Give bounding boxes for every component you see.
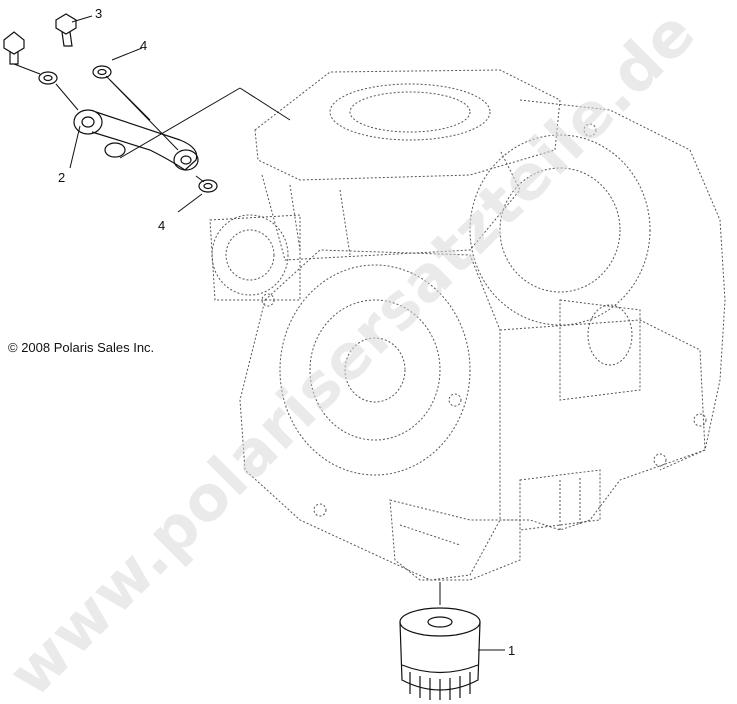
callout-2: 2 <box>58 170 65 185</box>
callout-1: 1 <box>508 643 515 658</box>
oil-filter <box>399 582 481 700</box>
callout-3: 3 <box>95 6 102 21</box>
engine-block <box>209 69 726 581</box>
callout-4-bottom: 4 <box>158 218 165 233</box>
leader-lines <box>13 15 505 651</box>
oil-line <box>73 109 199 171</box>
banjo-bolts <box>3 13 77 65</box>
callout-4-top: 4 <box>140 38 147 53</box>
sealing-washers <box>38 65 218 193</box>
copyright-notice: © 2008 Polaris Sales Inc. <box>8 340 154 355</box>
